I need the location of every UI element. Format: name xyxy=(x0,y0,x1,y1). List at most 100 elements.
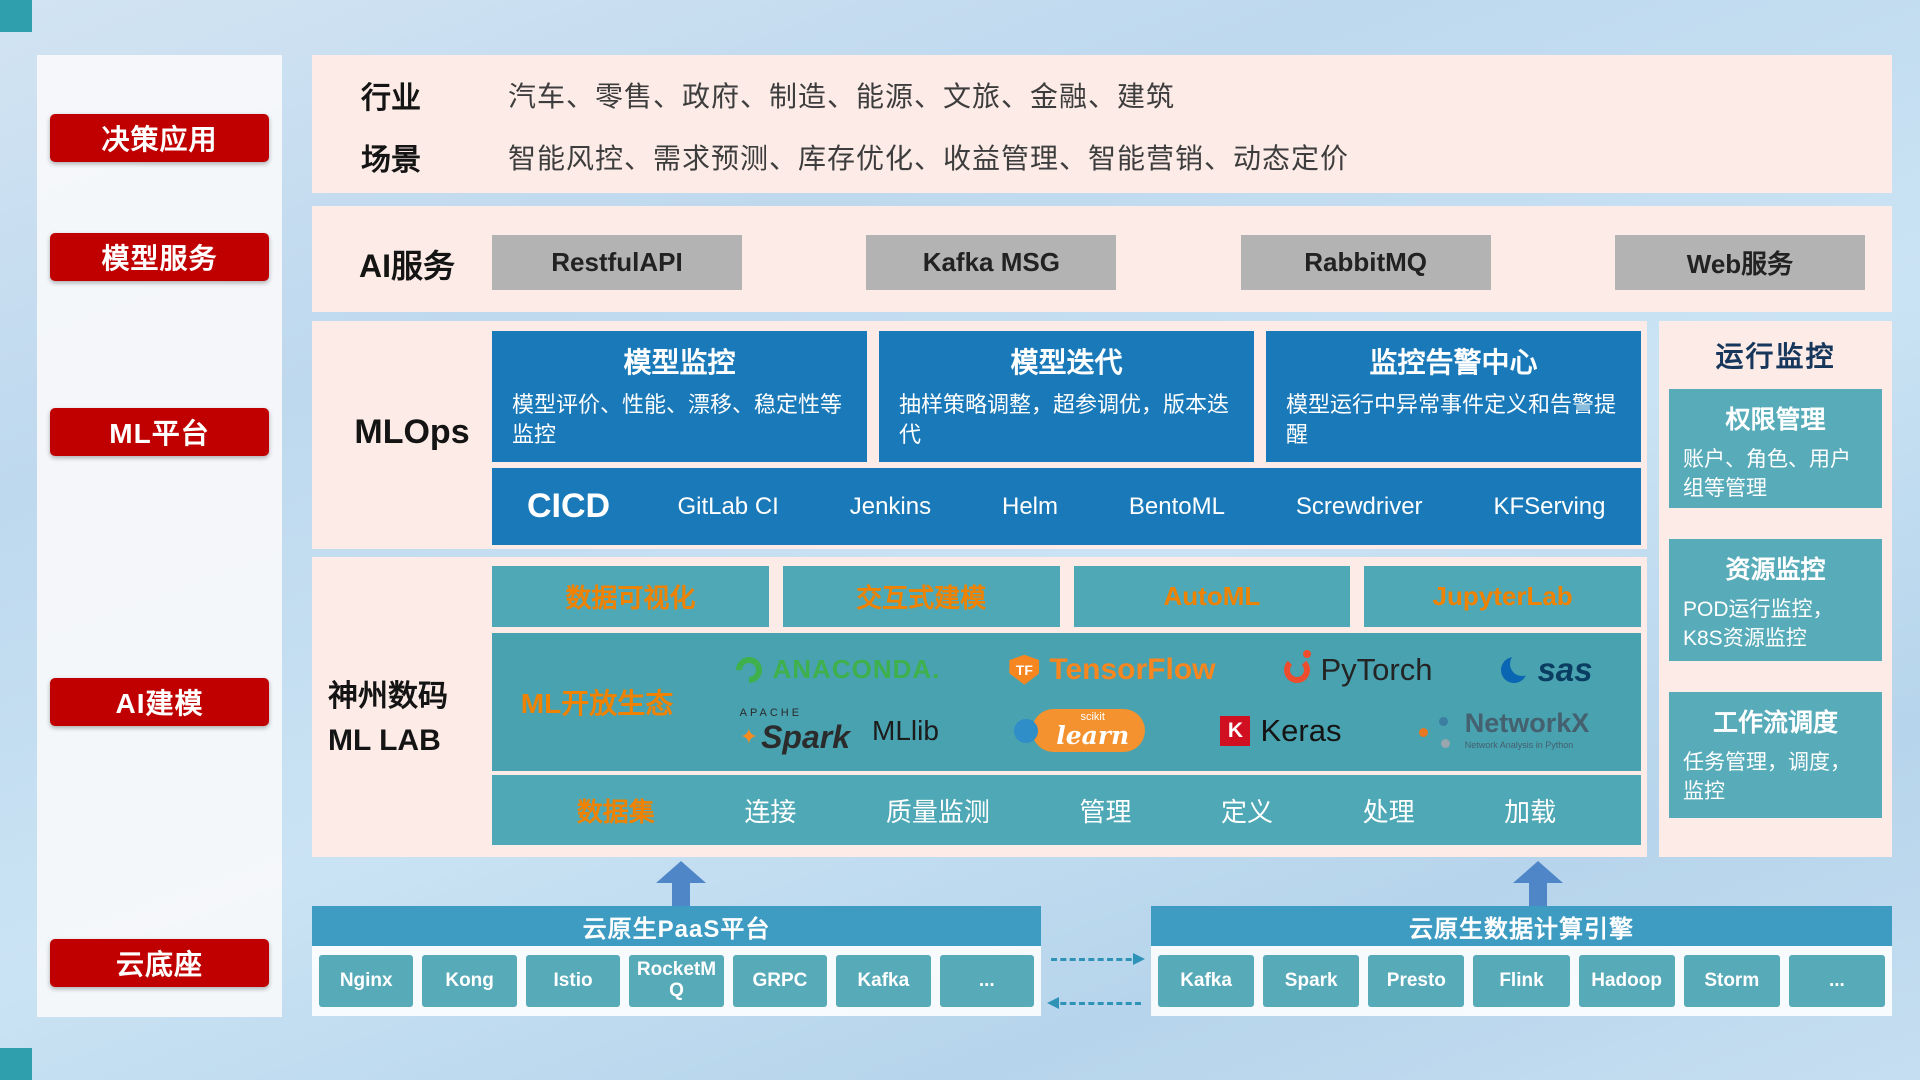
tool-box-data-visualization: 数据可视化 xyxy=(492,566,769,627)
chip-grpc: GRPC xyxy=(732,955,828,1007)
tensorflow-icon: TF xyxy=(1009,654,1040,685)
chip-spark: Spark xyxy=(1263,955,1360,1007)
learn-text: learn xyxy=(1056,721,1130,751)
dashed-arrow-right xyxy=(1051,953,1145,965)
layer-label-cloud-base: 云底座 xyxy=(50,939,269,987)
runtime-monitor-title: 运行监控 xyxy=(1715,341,1836,372)
tool-box-jupyterlab: JupyterLab xyxy=(1364,566,1641,627)
scikit-learn-icon xyxy=(1014,718,1039,743)
industry-label: 行业 xyxy=(361,82,421,115)
ml-lab-label-line1: 神州数码 xyxy=(328,680,448,713)
scikit-learn-logo: scikit learn xyxy=(1014,709,1146,753)
card-title: 工作流调度 xyxy=(1712,709,1838,737)
chip-kong: Kong xyxy=(422,955,517,1007)
box-restful-api: RestfulAPI xyxy=(492,235,742,290)
card-resource-monitor: 资源监控 POD运行监控，K8S资源监控 xyxy=(1669,539,1882,661)
card-title: 模型迭代 xyxy=(1010,347,1123,378)
runtime-monitor-panel: 运行监控 权限管理 账户、角色、用户组等管理 资源监控 POD运行监控，K8S资… xyxy=(1659,321,1892,857)
cicd-item-jenkins: Jenkins xyxy=(849,492,932,520)
industry-scenario-panel: 行业 汽车、零售、政府、制造、能源、文旅、金融、建筑 场景 智能风控、需求预测、… xyxy=(312,55,1892,193)
cicd-item-helm: Helm xyxy=(1001,492,1058,520)
spark-star-icon: ✦ xyxy=(739,724,759,750)
ecosystem-label: ML开放生态 xyxy=(520,688,674,719)
cicd-item-gitlab-ci: GitLab CI xyxy=(677,492,779,520)
card-title: 模型监控 xyxy=(623,347,736,378)
dataset-bar: 数据集 连接 质量监测 管理 定义 处理 加载 xyxy=(492,775,1641,845)
logo-row-2: APACHE ✦ Spark MLlib scikit learn xyxy=(702,707,1627,756)
box-kafka-msg: Kafka MSG xyxy=(866,235,1117,290)
networkx-text: NetworkX xyxy=(1464,708,1590,739)
chip-rocketmq: RocketMQ xyxy=(629,955,724,1007)
chip-istio: Istio xyxy=(525,955,621,1007)
industry-row: 行业 汽车、零售、政府、制造、能源、文旅、金融、建筑 xyxy=(361,75,1868,115)
apache-label: APACHE xyxy=(739,707,803,720)
corner-accent-top xyxy=(0,0,32,32)
ai-service-panel: AI服务 RestfulAPI Kafka MSG RabbitMQ Web服务 xyxy=(312,206,1892,312)
data-engine-title: 云原生数据计算引擎 xyxy=(1151,906,1892,946)
sas-icon xyxy=(1501,651,1535,683)
chip-ellipsis: ... xyxy=(939,955,1034,1007)
networkx-wordmark: NetworkX Network Analysis in Python xyxy=(1464,708,1590,752)
data-engine-section: 云原生数据计算引擎 Kafka Spark Presto Flink Hadoo… xyxy=(1151,906,1892,1016)
layer-label-ml-platform: ML平台 xyxy=(50,408,269,456)
pytorch-wordmark: PyTorch xyxy=(1320,651,1433,687)
card-permission-mgmt: 权限管理 账户、角色、用户组等管理 xyxy=(1669,389,1882,508)
dataset-item-manage: 管理 xyxy=(1079,796,1132,827)
up-arrow-left xyxy=(656,861,706,907)
anaconda-logo: ANACONDA. xyxy=(731,651,941,689)
cicd-item-kfserving: KFServing xyxy=(1493,492,1606,520)
cicd-item-bentoml: BentoML xyxy=(1128,492,1225,520)
chip-ellipsis2: ... xyxy=(1788,955,1885,1007)
layer-label-model-service: 模型服务 xyxy=(50,233,269,281)
dataset-item-define: 定义 xyxy=(1221,796,1274,827)
card-desc: 账户、角色、用户组等管理 xyxy=(1683,448,1851,501)
chip-flink: Flink xyxy=(1473,955,1570,1007)
ml-lab-tools: 数据可视化 交互式建模 AutoML JupyterLab xyxy=(492,566,1641,627)
dataset-item-process: 处理 xyxy=(1362,796,1415,827)
card-desc: 模型评价、性能、漂移、稳定性等监控 xyxy=(512,392,843,447)
ml-lab-label: 神州数码 ML LAB xyxy=(328,675,488,762)
tool-box-interactive-modeling: 交互式建模 xyxy=(782,566,1060,627)
left-rail: 决策应用 模型服务 ML平台 AI建模 云底座 xyxy=(37,55,282,1017)
tensorflow-logo: TF TensorFlow xyxy=(1009,653,1215,687)
anaconda-wordmark: ANACONDA. xyxy=(772,654,941,685)
layer-label-decision-apps: 决策应用 xyxy=(50,114,269,162)
dataset-label: 数据集 xyxy=(576,796,655,827)
sas-logo: sas xyxy=(1501,651,1593,689)
dataset-item-load: 加载 xyxy=(1504,796,1557,827)
cicd-bar: CICD GitLab CI Jenkins Helm BentoML Scre… xyxy=(492,468,1641,545)
paas-platform-title: 云原生PaaS平台 xyxy=(312,906,1041,946)
corner-accent-bottom xyxy=(0,1048,32,1080)
card-title: 监控告警中心 xyxy=(1369,347,1538,378)
tool-box-automl: AutoML xyxy=(1073,566,1351,627)
mlops-label: MLOps xyxy=(354,413,470,451)
dashed-arrow-left xyxy=(1047,997,1141,1009)
scenario-text: 智能风控、需求预测、库存优化、收益管理、智能营销、动态定价 xyxy=(508,143,1350,174)
cicd-label: CICD xyxy=(527,487,611,525)
dataset-item-connect: 连接 xyxy=(744,796,797,827)
cicd-item-screwdriver: Screwdriver xyxy=(1295,492,1423,520)
networkx-logo: NetworkX Network Analysis in Python xyxy=(1417,708,1590,752)
cicd-items: GitLab CI Jenkins Helm BentoML Screwdriv… xyxy=(642,493,1641,521)
card-alert-center: 监控告警中心 模型运行中异常事件定义和告警提醒 xyxy=(1266,331,1641,462)
pytorch-logo: PyTorch xyxy=(1284,649,1433,688)
box-web-service: Web服务 xyxy=(1614,235,1865,290)
paas-platform-section: 云原生PaaS平台 Nginx Kong Istio RocketMQ GRPC… xyxy=(312,906,1041,1016)
card-title: 权限管理 xyxy=(1725,406,1826,434)
ai-service-label: AI服务 xyxy=(358,248,455,284)
chip-hadoop: Hadoop xyxy=(1578,955,1675,1007)
card-model-iteration: 模型迭代 抽样策略调整，超参调优，版本迭代 xyxy=(879,331,1254,462)
dataset-item-quality: 质量监测 xyxy=(885,796,990,827)
card-desc: 任务管理，调度，监控 xyxy=(1683,751,1851,804)
mllib-text: MLlib xyxy=(872,714,939,746)
paas-platform-chips: Nginx Kong Istio RocketMQ GRPC Kafka ... xyxy=(312,946,1041,1016)
card-title: 资源监控 xyxy=(1725,556,1826,584)
pytorch-icon xyxy=(1284,649,1312,683)
spark-text: Spark xyxy=(761,719,851,756)
tensorflow-wordmark: TensorFlow xyxy=(1049,652,1216,686)
keras-icon: K xyxy=(1220,715,1251,746)
keras-logo: K Keras xyxy=(1220,713,1341,749)
card-model-monitoring: 模型监控 模型评价、性能、漂移、稳定性等监控 xyxy=(492,331,867,462)
networkx-subtitle: Network Analysis in Python xyxy=(1464,739,1574,750)
